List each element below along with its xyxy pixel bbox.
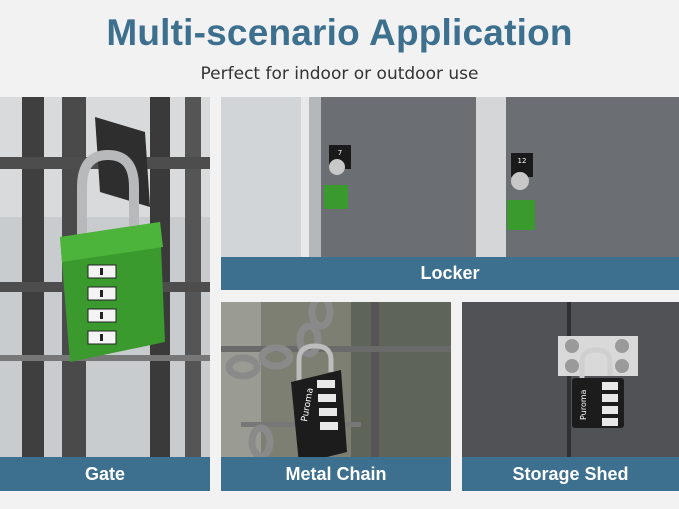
locker-number-12: 12 bbox=[518, 157, 527, 165]
locker-caption: Locker bbox=[221, 257, 679, 290]
gate-caption: Gate bbox=[0, 457, 210, 491]
storage-shed-caption: Storage Shed bbox=[462, 457, 679, 491]
storage-shed-panel: Puroma Storage Shed bbox=[462, 302, 679, 491]
locker-number-7: 7 bbox=[338, 149, 342, 157]
shed-lock-brand: Puroma bbox=[579, 389, 588, 420]
metal-chain-panel: Puroma Metal Chain bbox=[221, 302, 451, 491]
gate-photo bbox=[0, 97, 210, 491]
black-lock-body bbox=[291, 370, 347, 464]
locker-panel: 7 12 Locker bbox=[221, 97, 679, 290]
gate-panel: Gate bbox=[0, 97, 210, 491]
metal-chain-caption: Metal Chain bbox=[221, 457, 451, 491]
shed-lock-body bbox=[572, 378, 624, 428]
page-title: Multi-scenario Application bbox=[106, 12, 573, 53]
page-subtitle: Perfect for indoor or outdoor use bbox=[200, 64, 479, 84]
